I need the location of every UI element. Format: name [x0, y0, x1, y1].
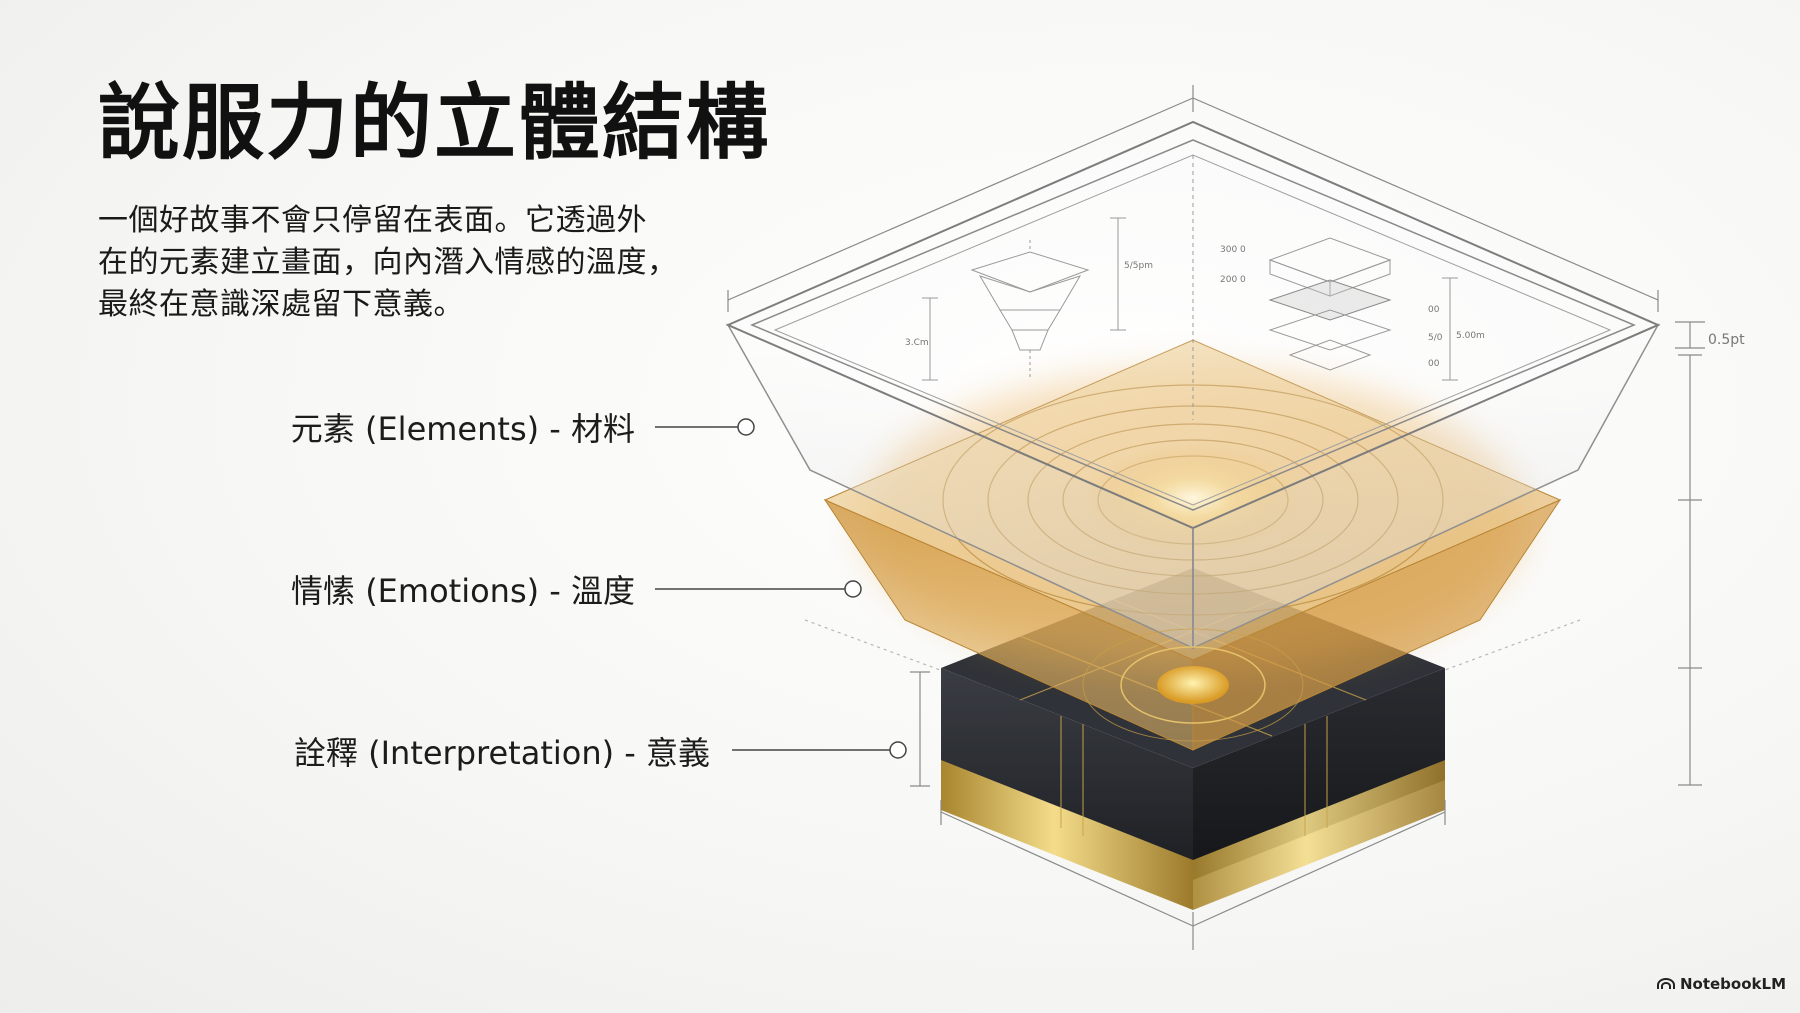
mid-dim-text: 5/5pm	[1124, 261, 1153, 271]
elements-anchor	[737, 418, 755, 436]
intro-line-1: 一個好故事不會只停留在表面。它透過外	[98, 203, 647, 238]
intro-line-2: 在的元素建立畫面，向內潛入情感的溫度，	[98, 245, 678, 280]
right-dim-b-text: 200 0	[1220, 275, 1246, 285]
label-elements: 元素 (Elements) - 材料	[290, 410, 635, 448]
leader-lines	[655, 426, 890, 751]
page-title: 說服力的立體結構	[98, 75, 771, 171]
right-side-text: 5.00m	[1456, 331, 1485, 341]
tick-a-text: 00	[1428, 305, 1440, 315]
tick-b-text: 5/0	[1428, 333, 1443, 343]
tick-c-text: 00	[1428, 359, 1440, 369]
right-dim-a-text: 300 0	[1220, 245, 1246, 255]
pt-annotation: 0.5pt	[1708, 332, 1745, 348]
emotions-anchor	[844, 580, 862, 598]
label-interpretation: 詮釋 (Interpretation) - 意義	[293, 734, 710, 772]
elements-glass-layer	[725, 120, 1661, 650]
meaning-core	[1082, 628, 1304, 742]
left-dim-text: 3.Cm	[905, 338, 929, 348]
dimension-lines	[727, 85, 1705, 950]
intro-paragraph: 一個好故事不會只停留在表面。它透過外 在的元素建立畫面，向內潛入情感的溫度， 最…	[98, 200, 678, 326]
label-emotions: 情愫 (Emotions) - 溫度	[291, 572, 635, 610]
intro-line-3: 最終在意識深處留下意義。	[98, 287, 464, 322]
brand-name: NotebookLM	[1679, 975, 1786, 993]
brand-mark: NotebookLM	[1656, 975, 1786, 993]
notebooklm-logo-icon	[1656, 978, 1675, 989]
blueprint-sketches	[922, 155, 1458, 420]
interpretation-anchor	[889, 741, 907, 759]
